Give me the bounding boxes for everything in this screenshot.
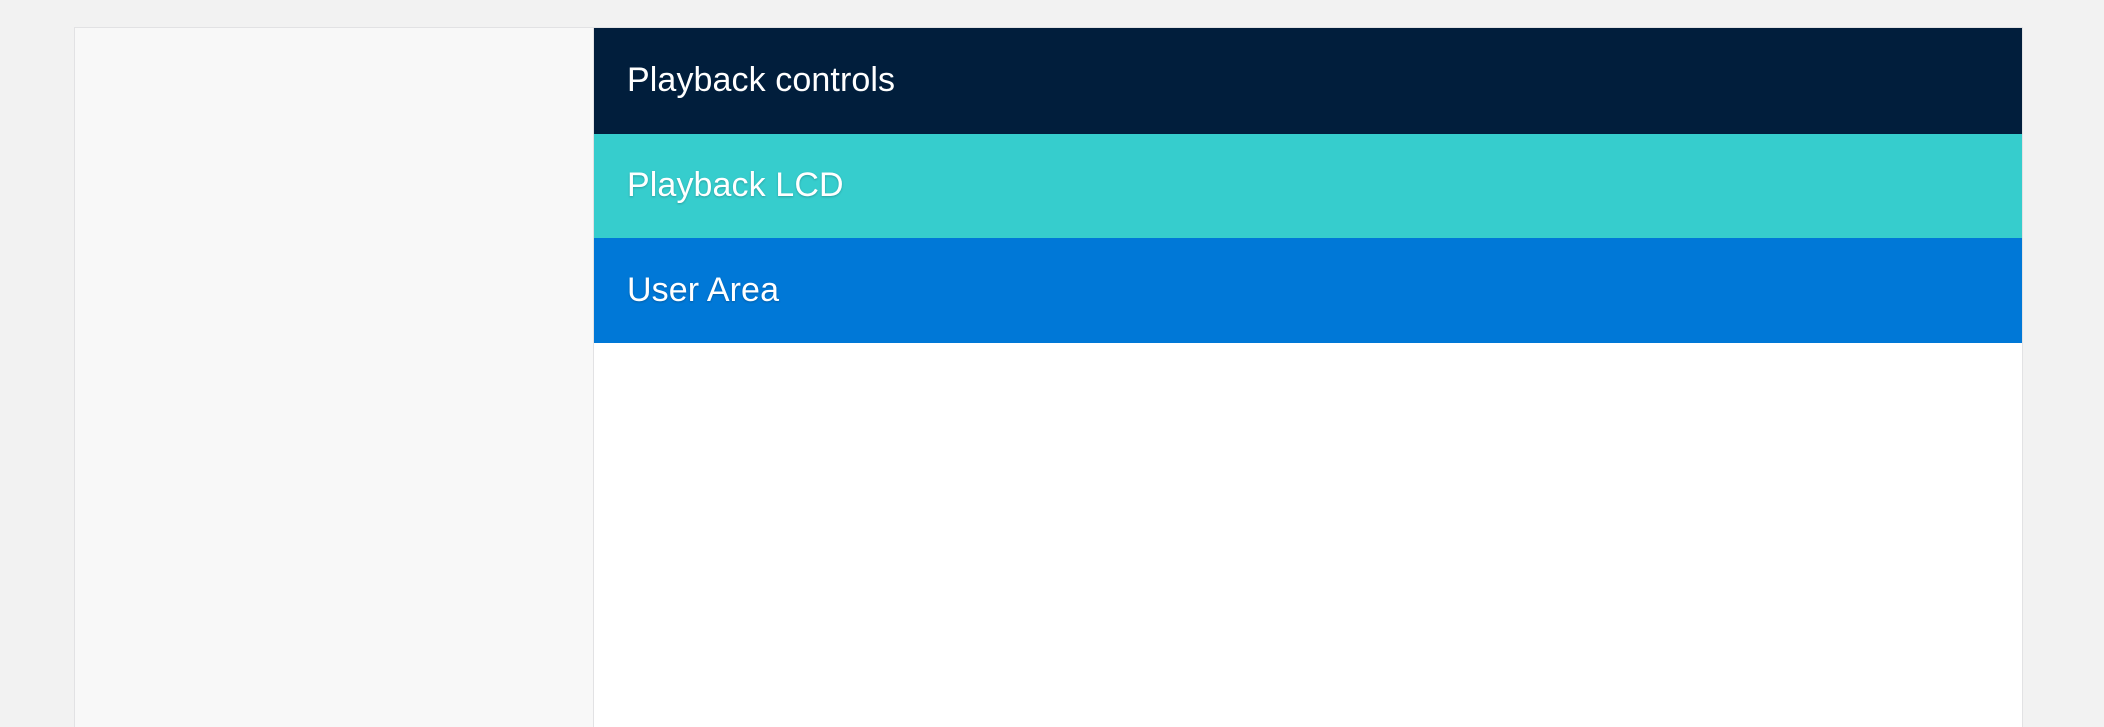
empty-left-pane	[75, 28, 594, 727]
region-user-area-label: User Area	[627, 270, 780, 309]
region-empty-canvas	[594, 343, 2022, 727]
region-user-area[interactable]: User Area	[594, 238, 2022, 343]
main-card-panel: Playback controls Playback LCD User Area	[74, 27, 2023, 727]
region-stack: Playback controls Playback LCD User Area	[594, 28, 2022, 727]
app-root: Playback controls Playback LCD User Area	[74, 27, 2023, 727]
region-playback-controls[interactable]: Playback controls	[594, 28, 2022, 134]
region-playback-controls-label: Playback controls	[627, 61, 896, 100]
region-playback-lcd[interactable]: Playback LCD	[594, 134, 2022, 238]
region-playback-lcd-label: Playback LCD	[627, 166, 844, 205]
